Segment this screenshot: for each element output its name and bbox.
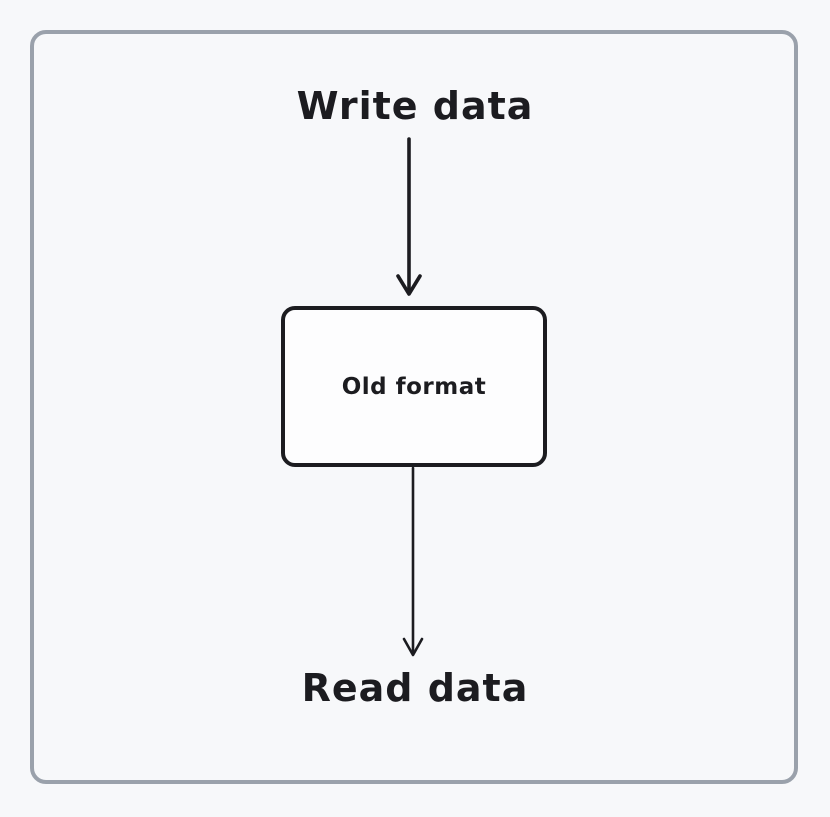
old-format-box: Old format <box>281 306 547 467</box>
write-data-label: Write data <box>296 84 534 128</box>
arrow-down-icon <box>396 137 422 296</box>
old-format-label: Old format <box>341 373 487 400</box>
arrow-down-icon <box>402 466 424 657</box>
read-data-label: Read data <box>301 666 529 710</box>
